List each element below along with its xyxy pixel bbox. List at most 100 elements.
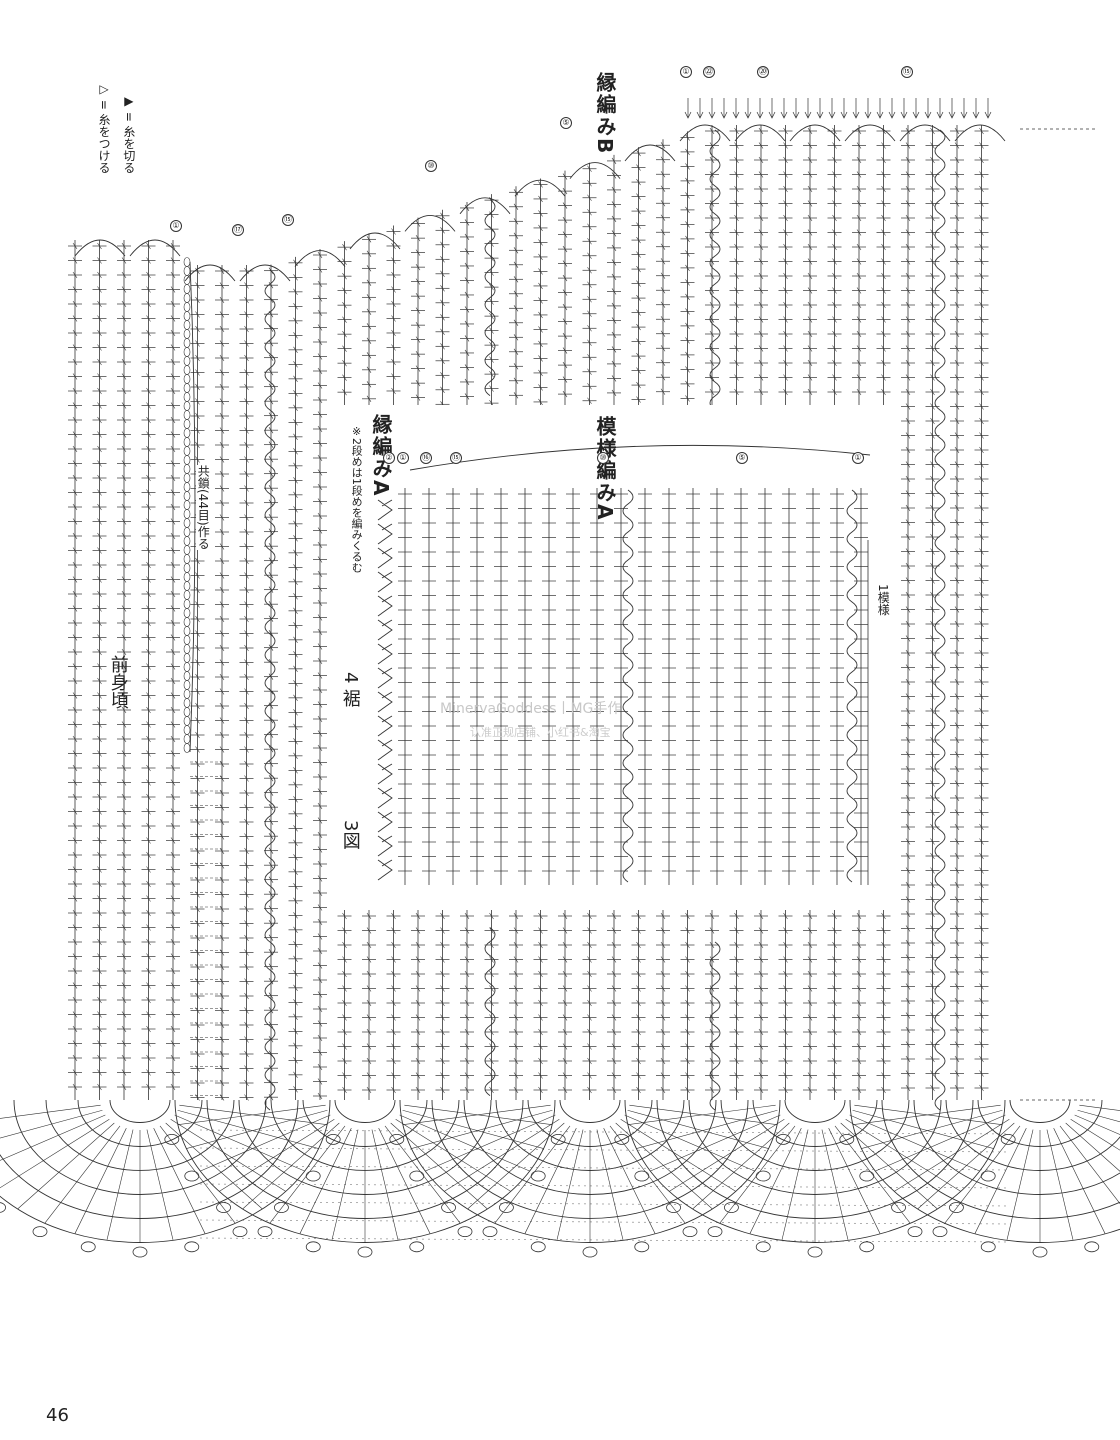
stitch-mark — [660, 272, 666, 279]
stitch-mark — [538, 999, 543, 1007]
stitch-mark — [146, 576, 151, 583]
stitch-mark — [72, 750, 78, 757]
watermark-line1: MinervaGoddess丨MG手作 — [440, 701, 622, 717]
stitch-mark — [97, 489, 102, 496]
stitch-mark — [709, 127, 715, 135]
stitch-mark — [807, 956, 813, 963]
stitch-mark — [342, 999, 347, 1007]
stitch-mark — [146, 1069, 151, 1076]
stitch-mark — [905, 620, 911, 628]
stitch-mark — [611, 244, 617, 252]
stitch-mark — [244, 1021, 249, 1029]
stitch-mark — [317, 614, 323, 621]
stitch-mark — [954, 243, 960, 251]
stitch-mark — [293, 607, 298, 615]
stitch-mark — [146, 286, 151, 293]
stitch-mark — [268, 427, 274, 434]
hem-fan-arc — [624, 1099, 1006, 1243]
stitch-mark — [293, 448, 298, 455]
stitch-mark — [807, 345, 813, 352]
stitch-mark — [881, 156, 886, 164]
picot — [932, 1226, 948, 1238]
stitch-mark — [954, 127, 960, 135]
stitch-mark — [636, 352, 641, 360]
hem-spoke — [524, 1128, 577, 1234]
stitch-mark — [538, 253, 543, 261]
stitch-mark — [97, 837, 102, 844]
stitch-mark — [636, 251, 641, 258]
stitch-mark — [930, 1084, 935, 1092]
stitch-mark — [832, 927, 837, 934]
stitch-mark — [146, 402, 151, 409]
stitch-mark — [758, 1043, 764, 1050]
stitch-mark — [97, 358, 102, 366]
stitch-mark — [293, 999, 298, 1006]
stitch-mark — [244, 441, 249, 449]
stitch-mark — [832, 214, 837, 222]
stitch-mark — [538, 985, 543, 992]
stitch-mark — [685, 970, 690, 978]
stitch-mark — [489, 1072, 494, 1079]
edge-arc — [734, 124, 786, 142]
chain-instruction: 共鎖(44目)作る — [196, 465, 211, 550]
chain-stitch — [183, 671, 191, 681]
stitch-mark — [905, 751, 911, 758]
stitch-mark — [856, 1057, 862, 1065]
hem-spoke — [74, 1128, 127, 1234]
hem-spoke — [692, 1122, 790, 1210]
stitch-mark — [317, 1020, 323, 1027]
stitch-mark — [293, 1013, 298, 1021]
stitch-mark — [685, 148, 690, 156]
hem-spoke — [242, 1122, 340, 1210]
stitch-mark — [832, 171, 837, 178]
stitch-mark — [611, 215, 617, 223]
stitch-mark — [881, 1043, 886, 1050]
stitch-mark — [709, 330, 715, 338]
picot — [499, 1202, 514, 1213]
stitch-mark — [146, 1054, 151, 1062]
stitch-mark — [219, 383, 225, 391]
stitch-mark — [293, 738, 298, 745]
stitch-mark — [293, 752, 298, 760]
stitch-mark — [905, 533, 911, 541]
stitch-mark — [268, 775, 274, 782]
stitch-mark — [72, 837, 78, 844]
stitch-mark — [709, 1028, 715, 1036]
hem-spoke — [917, 1122, 1015, 1210]
stitch-mark — [905, 1084, 911, 1092]
stitch-mark — [97, 315, 102, 322]
stitch-mark — [440, 270, 445, 277]
stitch-mark — [685, 177, 690, 185]
stitch-mark — [905, 200, 911, 207]
stitch-mark — [146, 416, 151, 424]
stitch-mark — [121, 358, 127, 366]
row-number: ① — [397, 452, 409, 464]
stitch-mark — [97, 663, 102, 670]
stitch-mark — [636, 338, 641, 345]
stitch-mark — [538, 1057, 543, 1065]
row-number: ⑤ — [560, 117, 572, 129]
stitch-mark — [758, 156, 764, 164]
stitch-mark — [758, 272, 764, 280]
stitch-mark — [954, 200, 960, 207]
stitch-mark — [72, 779, 78, 786]
stitch-mark — [170, 967, 176, 975]
stitch-mark — [121, 518, 127, 525]
stitch-mark — [195, 427, 200, 434]
stitch-mark — [758, 243, 764, 251]
stitch-mark — [930, 939, 935, 947]
stitch-mark — [366, 941, 372, 949]
stitch-mark — [121, 416, 127, 424]
stitch-mark — [709, 258, 715, 265]
stitch-mark — [930, 388, 935, 396]
stitch-mark — [636, 367, 641, 374]
stitch-mark — [611, 186, 617, 194]
stitch-mark — [905, 388, 911, 396]
picot — [0, 1202, 6, 1213]
stitch-mark — [72, 358, 78, 366]
stitch-mark — [464, 219, 470, 226]
stitch-mark — [930, 780, 935, 787]
row-number: ① — [680, 66, 692, 78]
stitch-mark — [685, 366, 690, 373]
